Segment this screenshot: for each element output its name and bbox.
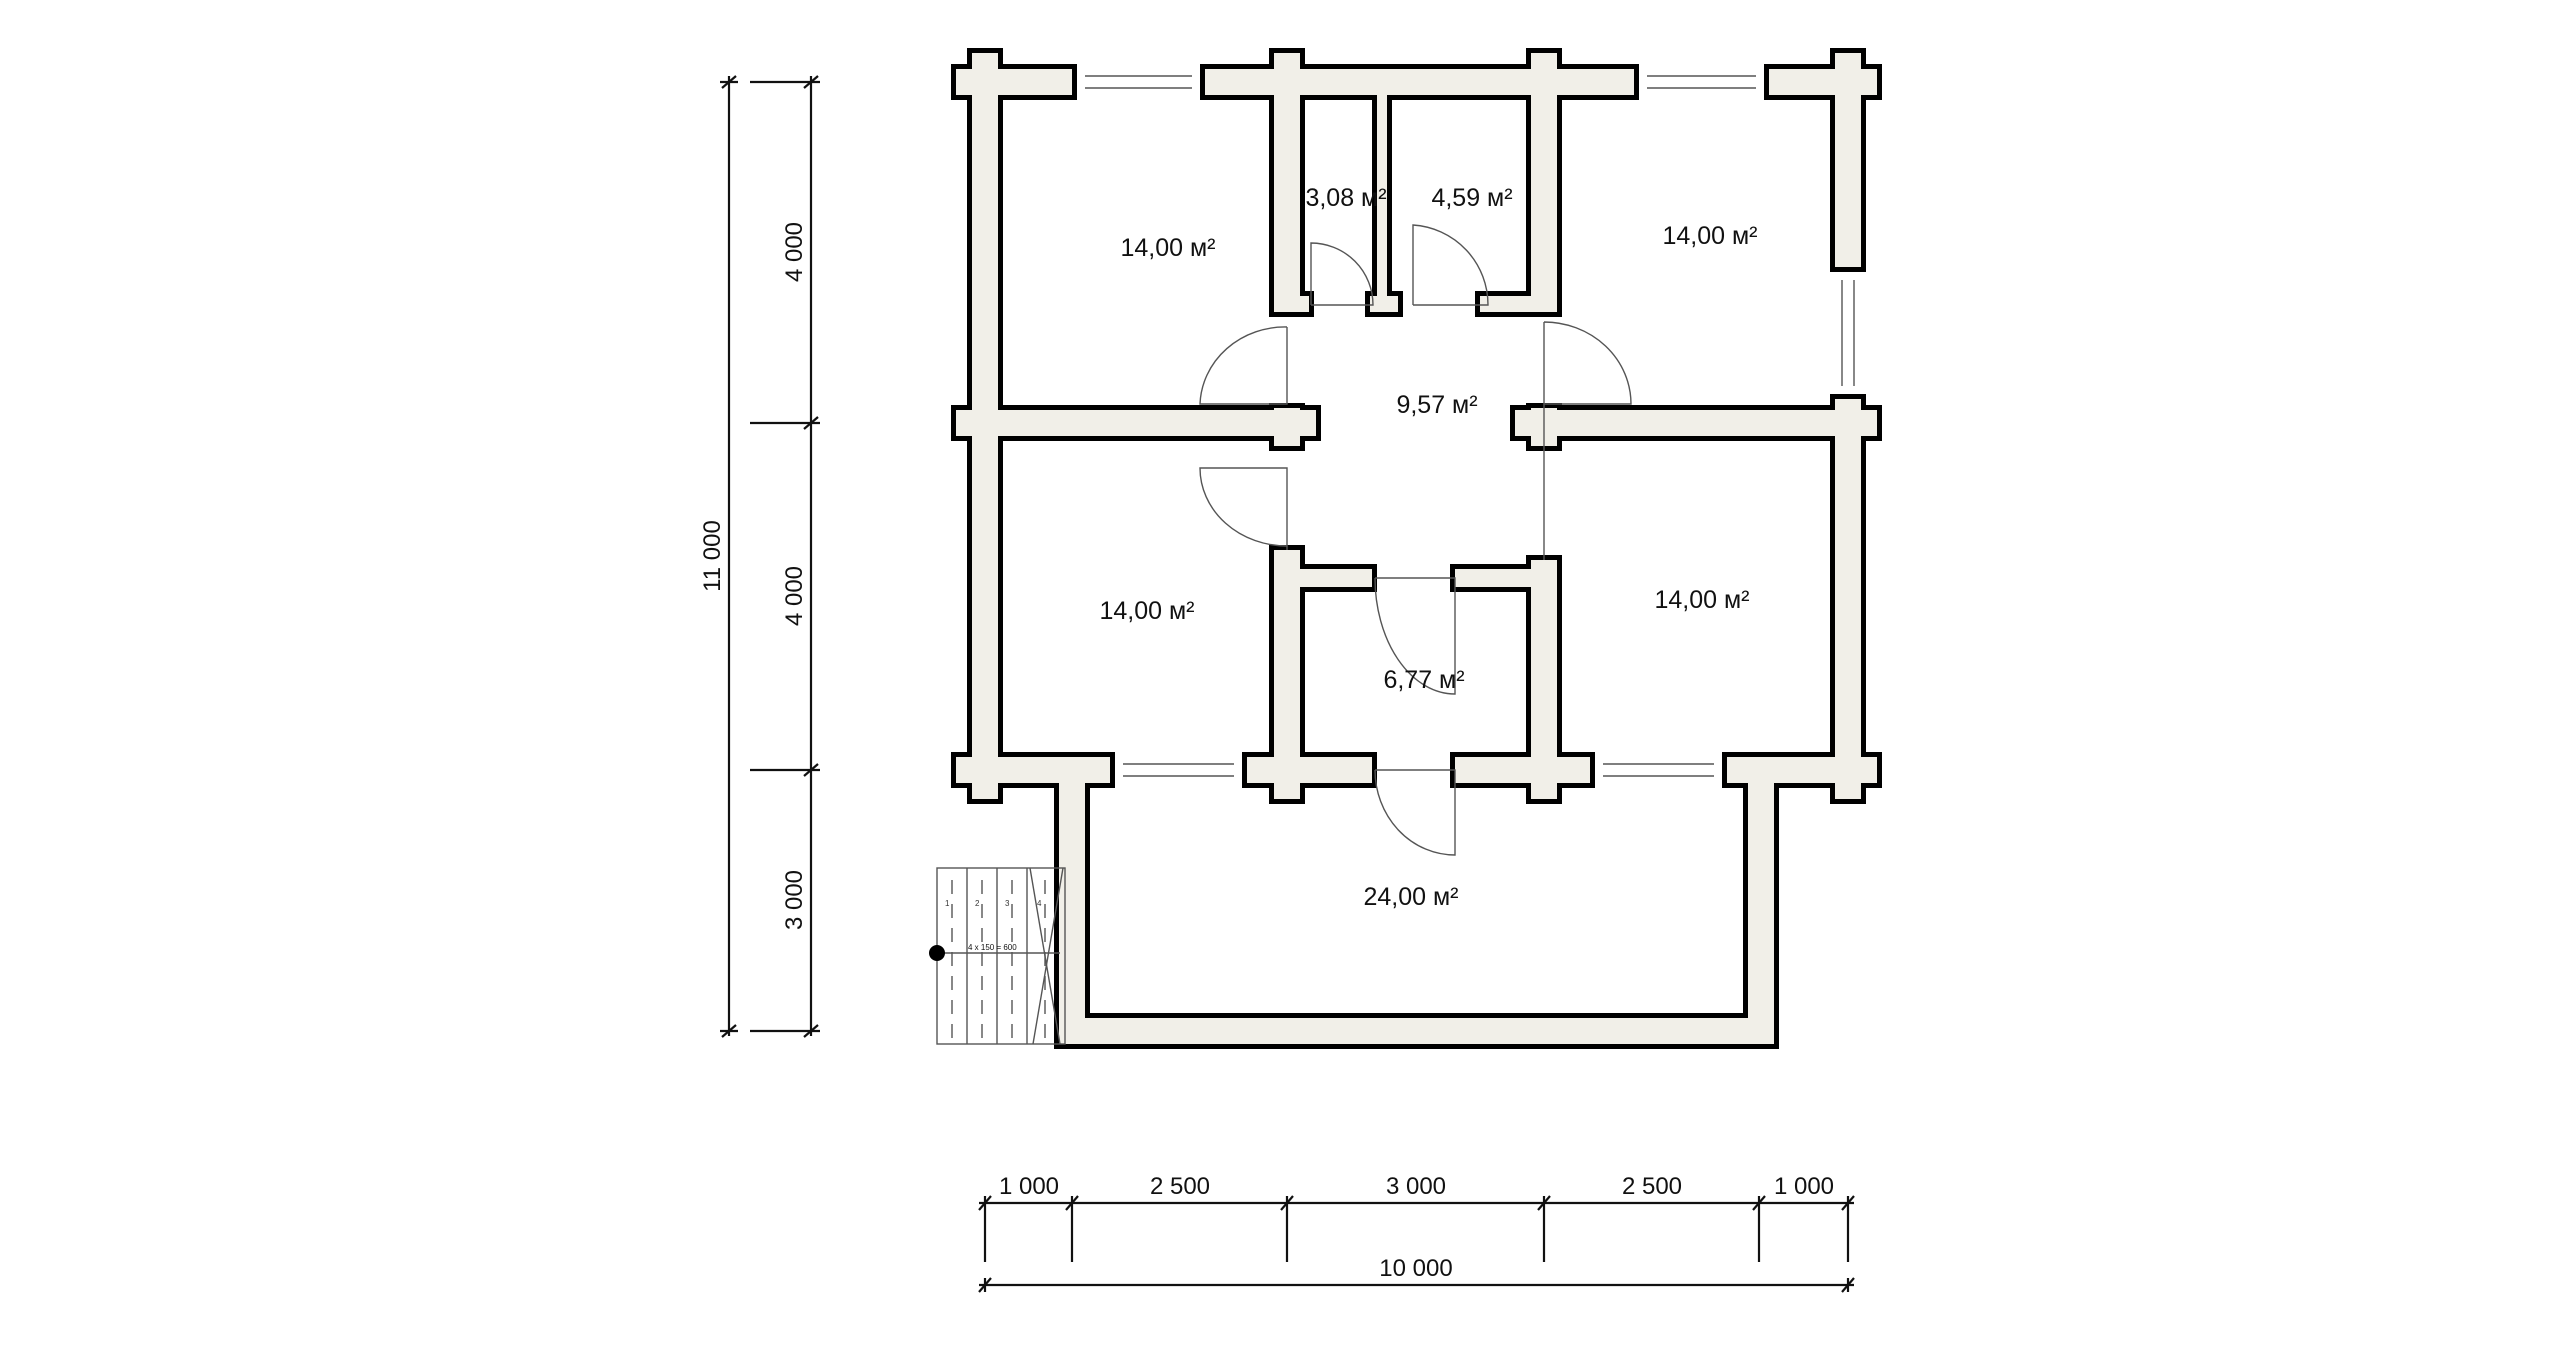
- dim-segment: 2 500: [1150, 1173, 1210, 1200]
- wall-segment: [1274, 82, 1300, 312]
- stairs: 1 2 3 4 4 x 150 = 600: [929, 867, 1066, 1045]
- window-bottom-left: [1123, 763, 1234, 777]
- wall-segment: [1370, 296, 1398, 312]
- door-left-lower: [1199, 467, 1288, 547]
- room-area: 3,08 м²: [1305, 184, 1386, 212]
- room-area: 14,00 м²: [1662, 222, 1757, 250]
- room-area: 4,59 м²: [1431, 184, 1512, 212]
- door-right-upper: [1543, 321, 1632, 405]
- door-459: [1412, 224, 1489, 306]
- room-area: 14,00 м²: [1120, 234, 1215, 262]
- wall-segment: [1835, 53, 1861, 267]
- walls: [956, 53, 1877, 1044]
- wall-segment: [1377, 82, 1387, 305]
- step-4-label: 4: [1037, 899, 1042, 908]
- dim-segment: 3 000: [781, 870, 808, 930]
- vertical-dimensions: 11 000 4 000 4 000 3 000: [699, 75, 820, 1038]
- room-area: 14,00 м²: [1099, 597, 1194, 625]
- wall-segment: [1274, 408, 1300, 446]
- wall-segment: [1274, 757, 1300, 799]
- room-labels: 14,00 м² 3,08 м² 4,59 м² 14,00 м² 9,57 м…: [1099, 184, 1757, 911]
- door-terrace: [1374, 769, 1456, 856]
- dim-segment: 2 500: [1622, 1173, 1682, 1200]
- room-area: 14,00 м²: [1654, 586, 1749, 614]
- window-right: [1841, 280, 1855, 386]
- dim-segment: 3 000: [1386, 1173, 1446, 1200]
- wall-segment: [1455, 757, 1590, 783]
- wall-segment: [1531, 757, 1557, 799]
- dim-segment: 4 000: [781, 222, 808, 282]
- step-3-label: 3: [1005, 899, 1010, 908]
- wall-segment: [1059, 770, 1085, 1044]
- wall-segment: [1287, 296, 1309, 312]
- door-left-upper: [1199, 326, 1288, 405]
- wall-segment: [1748, 770, 1774, 1044]
- stairs-start-dot: [929, 945, 945, 961]
- wall-segment: [1059, 1018, 1774, 1044]
- wall-segment: [956, 410, 1316, 436]
- wall-segment: [972, 770, 998, 799]
- stairs-label: 4 x 150 = 600: [968, 943, 1017, 952]
- step-1-label: 1: [945, 899, 950, 908]
- dim-total-height: 11 000: [699, 520, 726, 592]
- dim-segment: 1 000: [999, 1173, 1059, 1200]
- step-2-label: 2: [975, 899, 980, 908]
- room-area: 24,00 м²: [1363, 883, 1458, 911]
- dim-segment: 1 000: [1774, 1173, 1834, 1200]
- wall-segment: [1531, 560, 1557, 788]
- wall-segment: [1515, 410, 1877, 436]
- doors: [1199, 224, 1632, 856]
- room-area: 9,57 м²: [1396, 391, 1477, 419]
- wall-segment: [1274, 550, 1300, 788]
- wall-segment: [1835, 399, 1861, 799]
- wall-segment: [1455, 569, 1557, 587]
- horizontal-dimensions: 1 000 2 500 3 000 2 500 1 000 10 000: [978, 1173, 1855, 1293]
- window-bottom-right: [1603, 763, 1714, 777]
- wall-segment: [1480, 296, 1544, 312]
- wall-segment: [1247, 757, 1372, 783]
- wall-segment: [1835, 770, 1861, 799]
- window-top-right: [1647, 75, 1756, 89]
- windows: [1085, 75, 1855, 777]
- wall-segment: [1531, 82, 1557, 312]
- wall-segment: [1205, 69, 1634, 95]
- dim-total-width: 10 000: [1379, 1255, 1452, 1282]
- door-677: [1374, 577, 1456, 695]
- window-top-left: [1085, 75, 1192, 89]
- dim-segment: 4 000: [781, 566, 808, 626]
- door-308: [1310, 242, 1374, 306]
- room-area: 6,77 м²: [1383, 666, 1464, 694]
- wall-segment: [1274, 569, 1372, 587]
